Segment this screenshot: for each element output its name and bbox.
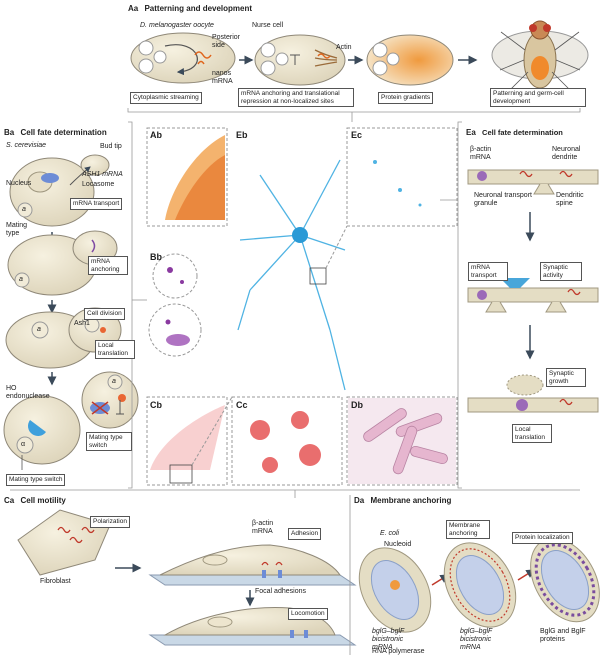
protein-localization-box: Protein localization <box>512 532 573 544</box>
micro-cb-label: Cb <box>150 400 162 410</box>
posterior-label: Posterior side <box>212 34 241 49</box>
protein-gradients-box: Protein gradients <box>378 92 434 104</box>
beta-actin-label-e: β-actin mRNA <box>470 146 492 161</box>
panel-b-title: Ba Cell fate determination <box>4 128 107 137</box>
a-label-3: a <box>37 326 41 333</box>
cell-division-box: Cell division <box>84 308 125 320</box>
panel-c-title: Ca Cell motility <box>4 496 66 505</box>
nurse-label: Nurse cell <box>252 22 284 29</box>
local-translation-box-e: Local translation <box>512 424 552 443</box>
a-label-1: a <box>22 206 26 213</box>
synaptic-activity-box: Synaptic activity <box>540 262 582 281</box>
mating-switch-box-1: Mating type switch <box>86 432 132 451</box>
mating-switch-box-2: Mating type switch <box>6 474 66 486</box>
ecoli-label: E. coli <box>380 530 400 537</box>
panel-a-title: Aa Patterning and development <box>128 4 252 13</box>
local-translation-box-b: Local translation <box>95 340 135 359</box>
patterning-box: Patterning and germ-cell development <box>490 88 586 107</box>
micro-cc-label: Cc <box>236 400 248 410</box>
focal-adhesions-label: Focal adhesions <box>255 588 306 595</box>
panel-e-letter: Ea <box>466 128 476 137</box>
panel-a-art <box>127 20 589 122</box>
bgl-mrna-label-1: bglG–bglF bicistronic mRNA <box>372 628 405 651</box>
panel-d-letter: Da <box>354 496 365 505</box>
mating-type-label: Mating type <box>6 222 28 237</box>
bgl-proteins-label: BglG and BglF proteins <box>540 628 586 643</box>
spine-label: Dendritic spine <box>556 192 584 207</box>
mrna-anchoring-box: mRNA anchoring and translational repress… <box>238 88 354 107</box>
panel-c-title-text: Cell motility <box>20 496 66 505</box>
ho-endonuclease-label: HO endonuclease <box>6 385 50 400</box>
ash1-label: ASH1 mRNA <box>82 171 123 178</box>
actin-label: Actin <box>336 44 352 51</box>
yeast-label: S. cerevisiae <box>6 142 47 149</box>
panel-c-art <box>10 489 580 655</box>
panel-d-title: Da Membrane anchoring <box>354 496 451 505</box>
polarization-box: Polarization <box>90 516 130 528</box>
panel-a-title-text: Patterning and development <box>144 4 253 13</box>
micro-ec-label: Ec <box>351 130 363 140</box>
bgl-mrna-label-2: bglG–bglF bicistronic mRNA <box>460 628 493 651</box>
panel-d-art <box>358 537 600 633</box>
mrna-transport-box: mRNA transport <box>70 198 123 210</box>
dendrite-label: Neuronal dendrite <box>552 146 581 161</box>
ash1-protein-label: Ash1 <box>74 320 90 327</box>
panel-b-letter: Ba <box>4 128 15 137</box>
panel-b-title-text: Cell fate determination <box>20 128 107 137</box>
panel-a-letter: Aa <box>128 4 139 13</box>
panel-e-title-text: Cell fate determination <box>482 128 563 137</box>
panel-e-title: Ea Cell fate determination <box>466 128 563 137</box>
alpha-label: α <box>21 441 26 448</box>
micro-eb-label: Eb <box>236 130 248 140</box>
micro-ab-label: Ab <box>150 130 162 140</box>
nucleoid-label: Nucleoid <box>384 541 412 548</box>
locasome-label: Locasome <box>82 181 115 188</box>
adhesion-box: Adhesion <box>288 528 322 540</box>
panel-d-title-text: Membrane anchoring <box>370 496 452 505</box>
beta-actin-label-c: β-actin mRNA <box>252 520 274 535</box>
panel-b-art <box>3 121 148 489</box>
membrane-anchoring-box: Membrane anchoring <box>446 520 490 539</box>
fibroblast-label: Fibroblast <box>40 578 71 585</box>
cytoplasmic-streaming-box: Cytoplasmic streaming <box>130 92 202 104</box>
panel-e-art <box>440 121 599 489</box>
granule-label: Neuronal transport granule <box>474 192 532 207</box>
mrna-anchoring-box-b: mRNA anchoring <box>88 256 128 275</box>
synaptic-growth-box: Synaptic growth <box>546 368 586 387</box>
micrograph-frames <box>146 127 458 488</box>
nanos-label: nanos mRNA <box>212 70 233 85</box>
oocyte-label: D. melanogaster oocyte <box>140 22 214 29</box>
a-label-2: a <box>19 276 23 283</box>
locomotion-box: Locomotion <box>288 608 328 620</box>
bud-tip-label: Bud tip <box>100 143 122 150</box>
rna-polymerase-label: RNA polymerase <box>372 648 425 655</box>
panel-c-letter: Ca <box>4 496 15 505</box>
nucleus-label: Nucleus <box>6 180 32 187</box>
a-label-4: a <box>112 378 116 385</box>
micro-bb-label: Bb <box>150 252 162 262</box>
mrna-transport-box-e: mRNA transport <box>468 262 508 281</box>
micro-db-label: Db <box>351 400 363 410</box>
